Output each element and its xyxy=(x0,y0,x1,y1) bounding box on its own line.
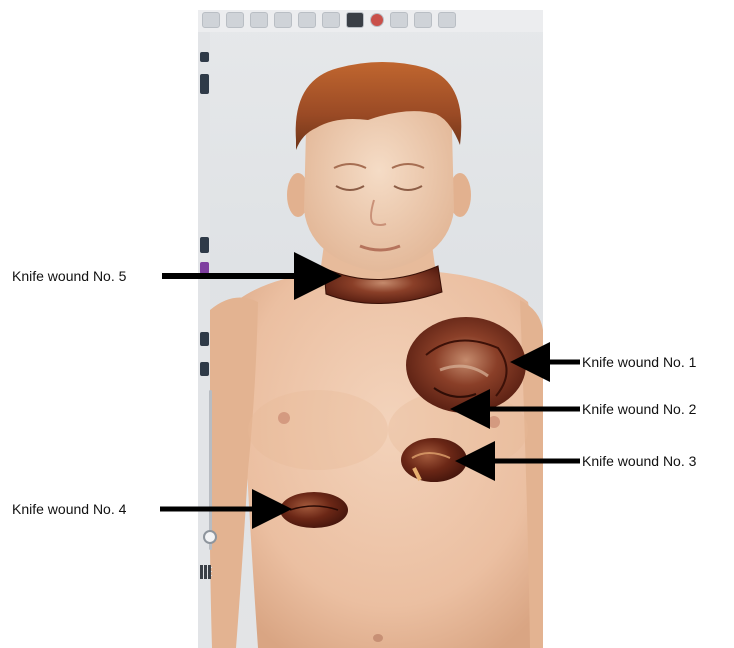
label-wound-4: Knife wound No. 4 xyxy=(12,501,126,517)
label-wound-2: Knife wound No. 2 xyxy=(582,401,696,417)
label-wound-5: Knife wound No. 5 xyxy=(12,268,126,284)
label-wound-1: Knife wound No. 1 xyxy=(582,354,696,370)
label-wound-3: Knife wound No. 3 xyxy=(582,453,696,469)
